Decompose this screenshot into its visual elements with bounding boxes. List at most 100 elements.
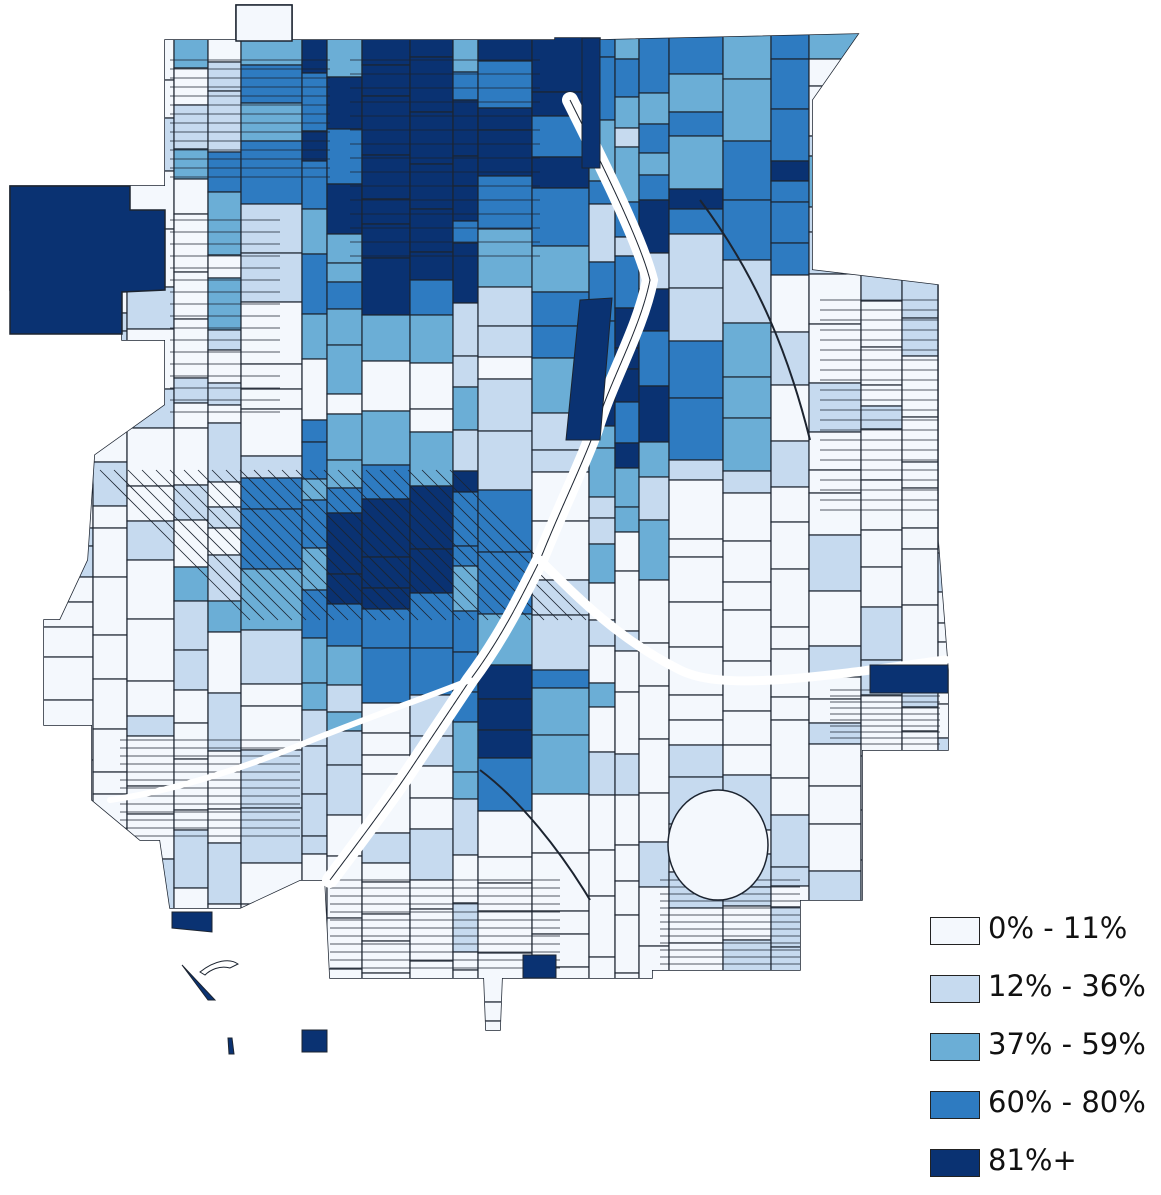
tract	[937, 703, 948, 739]
tract	[126, 328, 175, 390]
tract	[326, 413, 363, 461]
tract	[409, 111, 454, 165]
tract	[92, 357, 128, 381]
tract	[638, 92, 670, 125]
tract	[42, 656, 94, 701]
tract	[477, 1001, 533, 1022]
tract	[207, 404, 242, 424]
tract	[808, 967, 862, 996]
tract	[614, 794, 640, 846]
tract	[588, 751, 616, 796]
tract	[126, 29, 175, 81]
tract	[808, 823, 862, 872]
tract	[173, 829, 209, 889]
tract	[770, 29, 810, 60]
tract	[531, 245, 590, 293]
tract	[19, 528, 44, 568]
tract	[409, 29, 454, 58]
tract	[668, 601, 724, 648]
tract	[614, 972, 640, 997]
tract	[409, 548, 454, 594]
tract	[409, 592, 454, 649]
tract	[452, 29, 479, 73]
tract	[638, 986, 670, 1030]
tract	[452, 951, 479, 971]
tract	[901, 231, 939, 265]
tract	[452, 185, 479, 222]
tract	[173, 1001, 209, 1030]
tract	[477, 729, 533, 759]
tract	[531, 187, 590, 247]
tract	[668, 111, 724, 137]
tract	[240, 807, 303, 864]
street-line	[309, 469, 461, 621]
tract	[301, 419, 328, 443]
river-branch	[535, 555, 950, 686]
tract	[452, 155, 479, 187]
tract	[326, 993, 363, 1030]
tract	[240, 203, 303, 254]
street-line	[365, 469, 517, 621]
tract	[477, 228, 533, 288]
tract	[126, 680, 175, 717]
tract	[588, 1023, 616, 1030]
tract	[361, 95, 411, 156]
tract	[361, 881, 411, 915]
tract	[326, 281, 363, 310]
tract	[240, 363, 303, 390]
tract	[860, 384, 903, 407]
tract	[588, 517, 616, 545]
tract	[722, 710, 772, 746]
tract	[614, 753, 640, 796]
tract	[588, 203, 616, 263]
tract	[126, 715, 175, 737]
tract	[301, 884, 328, 929]
tract	[808, 469, 862, 494]
tract	[301, 745, 328, 795]
fragment-3	[199, 960, 239, 976]
tract	[207, 254, 242, 279]
tract	[722, 259, 772, 324]
tract	[722, 417, 772, 472]
tract	[614, 29, 640, 60]
tract	[901, 527, 939, 550]
tract	[361, 464, 411, 500]
tract	[173, 566, 209, 602]
tract	[301, 313, 328, 360]
tract	[638, 330, 670, 387]
legend-swatch	[930, 917, 980, 945]
tract	[326, 262, 363, 283]
tract	[42, 576, 94, 603]
tract	[770, 201, 810, 244]
tract	[19, 29, 44, 80]
tract	[240, 477, 303, 510]
tract	[361, 223, 411, 259]
tract	[860, 346, 903, 386]
river-west	[107, 677, 473, 803]
tract	[722, 199, 772, 261]
tract	[240, 903, 303, 934]
tract	[326, 183, 363, 235]
tract	[937, 216, 948, 262]
tract	[92, 70, 128, 132]
tract	[173, 600, 209, 651]
tract	[409, 828, 454, 881]
tract	[326, 730, 363, 766]
tract	[860, 953, 903, 977]
tract	[452, 429, 479, 472]
tract	[860, 428, 903, 481]
tract	[19, 417, 44, 454]
tract	[808, 994, 862, 1030]
tract	[638, 792, 670, 843]
fragment-5	[301, 1029, 328, 1053]
tract	[770, 242, 810, 276]
tract	[668, 340, 724, 399]
tract	[531, 1010, 590, 1030]
tract	[531, 852, 590, 912]
tract	[42, 914, 94, 946]
tract	[301, 441, 328, 480]
tract	[453, 1036, 478, 1071]
tract	[668, 233, 724, 289]
tract	[722, 492, 772, 542]
tract	[301, 985, 328, 1009]
